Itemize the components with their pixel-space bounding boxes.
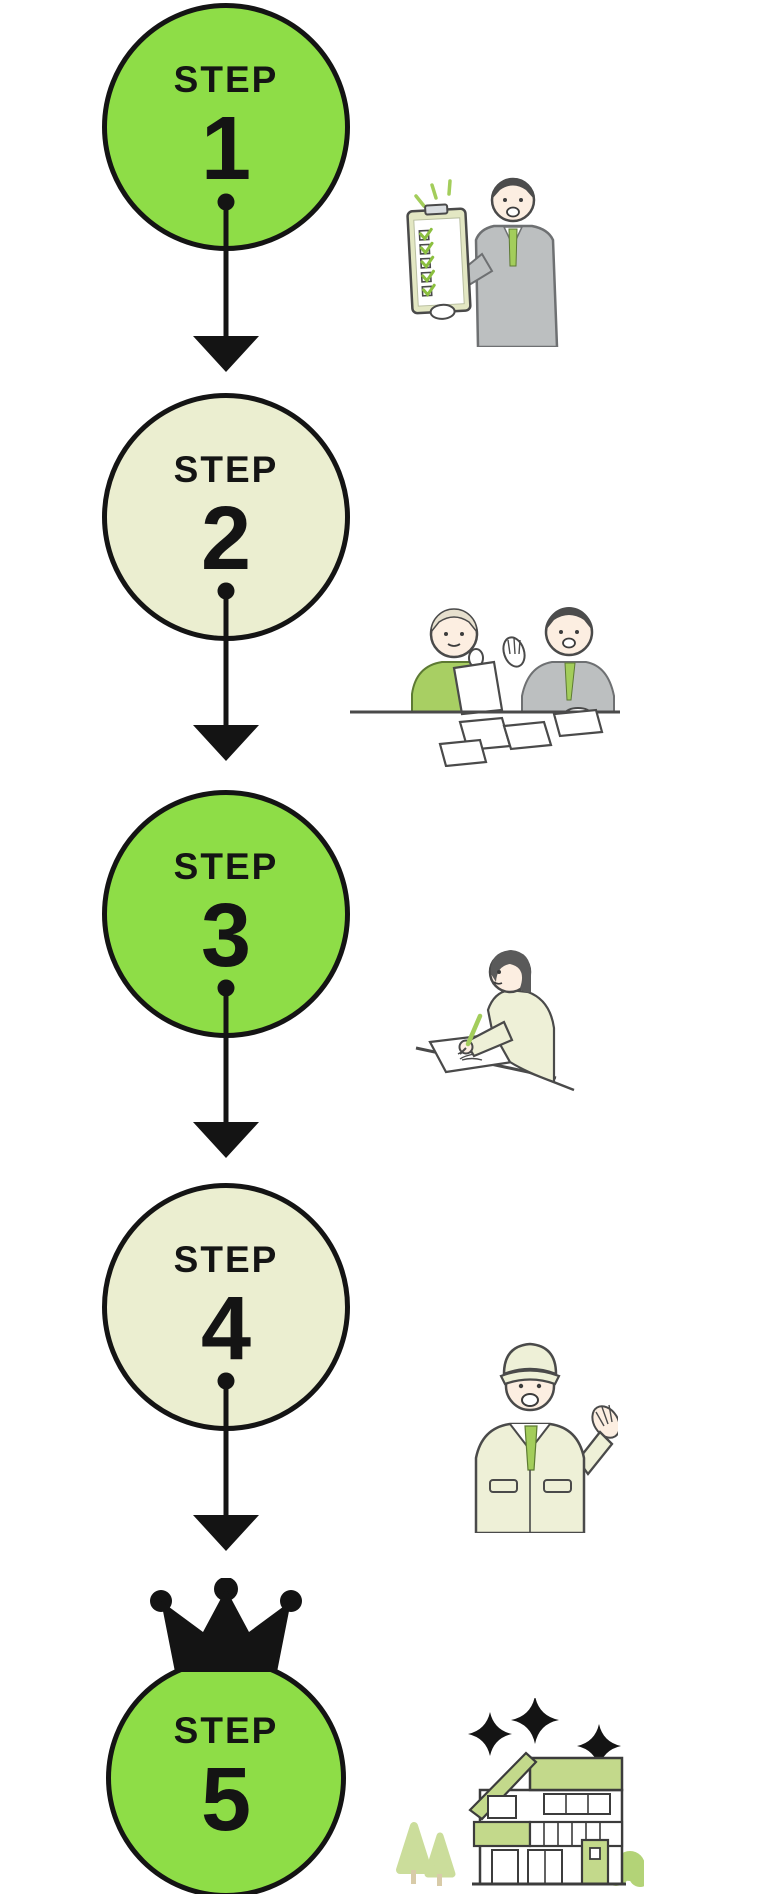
step-4-label: STEP xyxy=(173,1238,279,1280)
green-tie xyxy=(524,1425,538,1471)
woman-signing-document-illustration xyxy=(415,950,575,1092)
sparkling-house-with-trees-illustration xyxy=(396,1698,644,1887)
arrow-down-2-icon xyxy=(193,582,259,761)
step-5-label: STEP xyxy=(173,1709,279,1751)
step-3-label: STEP xyxy=(173,845,279,887)
step-5-number: 5 xyxy=(200,1749,252,1850)
worker-in-uniform-presenting-illustration xyxy=(474,1342,618,1533)
step-2-number: 2 xyxy=(200,488,252,589)
sparkle-diamonds xyxy=(468,1698,621,1768)
scattered-papers xyxy=(438,708,604,767)
woman xyxy=(458,950,556,1084)
work-cap xyxy=(499,1342,561,1386)
step-4-number: 4 xyxy=(200,1278,252,1379)
suited-man xyxy=(454,177,559,347)
arrow-down-3-icon xyxy=(193,979,259,1158)
step-2-label: STEP xyxy=(173,448,279,490)
raised-open-hand xyxy=(591,1404,618,1439)
person-gray-suit xyxy=(502,607,615,721)
two-people-reviewing-documents-illustration xyxy=(350,607,620,767)
sparkle-lines xyxy=(414,179,452,208)
raised-hand xyxy=(502,636,526,668)
arrow-down-1-icon xyxy=(193,193,259,372)
green-door xyxy=(580,1838,610,1886)
balcony xyxy=(472,1820,532,1848)
house xyxy=(468,1751,626,1886)
step-3-number: 3 xyxy=(200,885,252,986)
flat-roof xyxy=(528,1756,624,1792)
green-pen xyxy=(465,1013,483,1047)
step-1-number: 1 xyxy=(200,98,252,199)
held-document xyxy=(452,660,504,716)
trees xyxy=(396,1822,456,1886)
step-5-circle: STEP 5 xyxy=(106,1658,346,1894)
crown-icon xyxy=(150,1578,302,1672)
arrow-down-4-icon xyxy=(193,1372,259,1551)
consultant-presenting-checklist-illustration xyxy=(406,177,559,347)
step-3-circle: STEP 3 xyxy=(102,790,350,1038)
step-1-label: STEP xyxy=(173,58,279,100)
clipboard xyxy=(406,203,472,320)
slanted-roof xyxy=(468,1751,538,1821)
bob-hair xyxy=(490,950,532,993)
